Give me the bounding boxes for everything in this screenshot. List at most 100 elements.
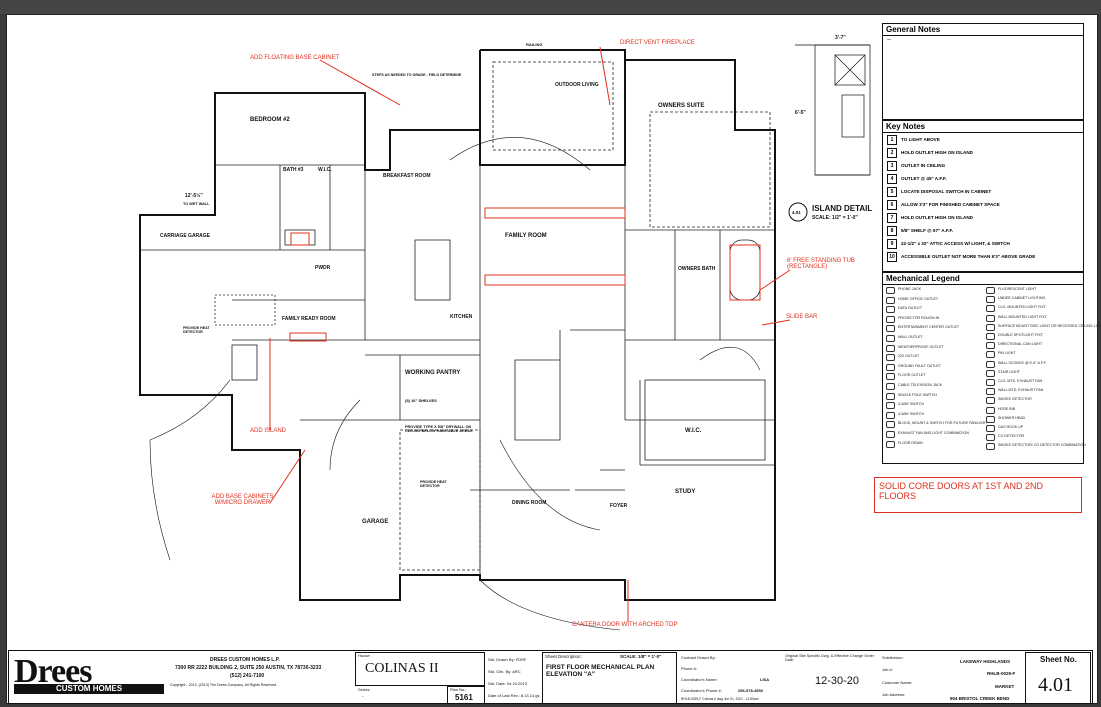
- legend-entry: CLG. MOUNTED LIGHT FIXT.: [998, 305, 1047, 310]
- room-dining: DINING ROOM: [512, 500, 547, 506]
- sheet-desc-cell: [542, 652, 677, 704]
- job-value: RHLB-0029-F: [987, 671, 1016, 676]
- legend-entry: STAIR LIGHT: [998, 369, 1020, 374]
- legend-symbol-icon: [886, 287, 895, 294]
- sheet-number: 4.01: [1038, 674, 1073, 696]
- legend-symbol-icon: [986, 323, 995, 331]
- room-kitchen: KITCHEN: [450, 314, 473, 320]
- copyright-note: Copyright - 2013, (2013) The Drees Compa…: [170, 683, 278, 687]
- sheet-number-label: Sheet No.: [1040, 655, 1077, 664]
- room-garage: GARAGE: [362, 519, 389, 525]
- key-note-number: 3: [887, 160, 897, 171]
- legend-entry: SMOKE DETECTOR/ CO DETECTOR COMBINATION: [998, 443, 1086, 448]
- legend-symbol-icon: [986, 305, 995, 313]
- plan-number: 5161: [455, 693, 473, 702]
- legend-symbol-icon: [986, 342, 995, 350]
- legend-symbol-icon: [986, 379, 995, 386]
- legend-symbol-icon: [986, 369, 995, 377]
- legend-symbol-icon: [886, 315, 895, 323]
- legend-symbol-icon: [986, 425, 995, 432]
- key-note-number: 10: [887, 251, 897, 262]
- key-note-text: HOLD OUTLET HIGH ON ISLAND: [901, 215, 973, 220]
- redline-cantera-door: CANTERA DOOR WITH ARCHED TOP: [572, 622, 678, 628]
- viewer-top-bar: [0, 0, 1101, 14]
- room-family: FAMILY ROOM: [505, 233, 547, 239]
- legend-entry: WEATHERPROOF OUTLET: [898, 344, 944, 349]
- shelves-note: (5) 16" SHELVES: [405, 398, 437, 403]
- key-note-number: 4: [887, 173, 897, 184]
- legend-symbol-icon: [986, 287, 995, 294]
- legend-entry: GROUND FAULT OUTLET: [898, 363, 941, 368]
- house-name: COLINAS II: [365, 661, 439, 676]
- drawing-sheet: [6, 14, 1098, 704]
- solid-core-doors-note: SOLID CORE DOORS AT 1ST AND 2ND FLOORS: [874, 477, 1082, 513]
- legend-symbol-icon: [986, 434, 995, 442]
- key-note-number: 8: [887, 225, 897, 236]
- legend-symbol-icon: [886, 383, 895, 390]
- key-note-item: 3 OUTLET IN CEILING: [883, 159, 1083, 172]
- room-study: STUDY: [675, 489, 696, 495]
- legend-entry: 220 OUTLET: [898, 354, 920, 359]
- legend-entry: DIRECTIONAL CAN LIGHT: [998, 342, 1043, 347]
- scale-label: SCALE: 1/8" = 1'-0": [620, 654, 662, 659]
- room-foyer: FOYER: [610, 503, 628, 509]
- key-notes-title: Key Notes: [883, 121, 1083, 133]
- legend-symbol-icon: [986, 314, 995, 322]
- key-note-item: 7 HOLD OUTLET HIGH ON ISLAND: [883, 211, 1083, 224]
- legend-symbol-icon: [986, 351, 995, 359]
- key-note-text: ACCESSIBLE OUTLET NOT MORE THAN 6'3" ABO…: [901, 254, 1036, 259]
- legend-entry: HOME OFFICE OUTLET: [898, 296, 939, 301]
- legend-symbol-icon: [886, 325, 895, 333]
- key-note-text: OUTLET IN CEILING: [901, 163, 946, 168]
- series-value: .: [362, 693, 364, 699]
- to-wet-wall-label: TO WET WALL: [183, 202, 210, 206]
- railing-label: RAILING: [526, 42, 543, 47]
- legend-symbol-icon: [886, 440, 895, 448]
- plan-cell: [447, 686, 485, 704]
- legend-entry: FLUORESCENT LIGHT: [998, 287, 1037, 291]
- legend-entry: FLOOR DRAIN: [898, 440, 923, 445]
- series-label: Series:: [358, 687, 371, 692]
- key-note-number: 5: [887, 186, 897, 197]
- legend-entry: PROJECTOR ROUGH-IN: [898, 315, 940, 320]
- original-date-label: Original Site Specific Dwg. & Effective …: [785, 654, 874, 662]
- legend-symbol-icon: [886, 363, 895, 371]
- room-wic-large: W.I.C.: [685, 428, 702, 434]
- room-breakfast: BREAKFAST ROOM: [383, 173, 431, 179]
- key-note-number: 7: [887, 212, 897, 223]
- legend-symbol-icon: [986, 443, 995, 451]
- plan-label: Plan No.:: [450, 687, 467, 692]
- legend-entry: WALL MOUNTED LIGHT FIXT.: [998, 314, 1048, 319]
- legend-symbol-icon: [886, 306, 895, 314]
- legend-symbol-icon: [986, 406, 995, 414]
- legend-entry: SMOKE DETECTOR: [998, 397, 1032, 402]
- coordinator-phone-label: Coordinator's Phone #:: [681, 688, 722, 693]
- redline-slide-bar: SLIDE BAR: [786, 314, 818, 320]
- legend-symbol-icon: [886, 411, 895, 419]
- company-name: DREES CUSTOM HOMES L.P.: [210, 657, 280, 663]
- key-note-number: 9: [887, 238, 897, 249]
- room-wic-small: W.I.C.: [318, 167, 332, 173]
- customer-value: MARKET: [995, 684, 1015, 689]
- house-label: House:: [358, 653, 371, 658]
- legend-entry: 4-WAY SWITCH: [898, 411, 925, 416]
- contract-drawn-by: Contract Drawn By:: [681, 655, 716, 660]
- subdivision-label: Subdivision:: [882, 655, 904, 660]
- legend-entry: PHONE JACK: [898, 287, 921, 291]
- key-note-text: HOLD OUTLET HIGH ON ISLAND: [901, 150, 973, 155]
- job-address-label: Job Address:: [882, 692, 906, 697]
- heat-detector-note-garage: PROVIDE HEAT DETECTOR: [420, 480, 447, 488]
- legend-symbol-icon: [986, 360, 995, 368]
- file-name: RHLB-0029-F Colinas II.dwg Jun 01, 2021 …: [681, 697, 759, 701]
- redline-base-cabinets: ADD BASE CABINETS W/MICRO DRAWER: [211, 494, 274, 506]
- legend-symbol-icon: [886, 354, 895, 362]
- dimension-label: 12'-5½": [185, 193, 203, 199]
- drywall-note: PROVIDE TYPE X 5/8" DRYWALL ON CEILING B…: [405, 425, 473, 433]
- last-rev-date: Date of Last Rev.: 8.13.14 gs: [488, 693, 540, 698]
- legend-entry: BLOCK, MOUNT & SWITCH FOR FUTURE FAN/LIG…: [898, 421, 988, 426]
- key-note-number: 6: [887, 199, 897, 210]
